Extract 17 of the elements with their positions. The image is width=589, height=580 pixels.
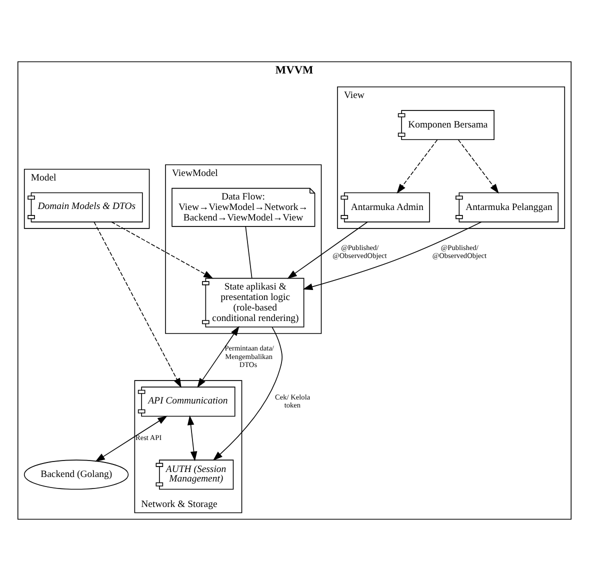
arrow: [287, 221, 368, 278]
connector: [245, 226, 252, 278]
edge-label: @Published/ @ObservedObject: [432, 242, 487, 260]
arrow: [396, 138, 438, 194]
arrow: [458, 138, 499, 194]
arrow: [302, 221, 482, 290]
edge-label: Cek/ Kelola token: [275, 392, 310, 409]
node-ellipse: Backend (Golang): [24, 459, 129, 490]
edge-label: @Published/ @ObservedObject: [332, 242, 387, 260]
edge-label: Rest API: [136, 432, 162, 442]
edge-label: Permintaan data/ Mengembalikan DTOs: [224, 343, 274, 368]
arrow: [111, 221, 214, 278]
arrow: [212, 326, 283, 460]
arrow: [94, 221, 182, 388]
arrow: [187, 414, 198, 461]
arrow: [197, 326, 240, 388]
arrow: [95, 415, 168, 462]
